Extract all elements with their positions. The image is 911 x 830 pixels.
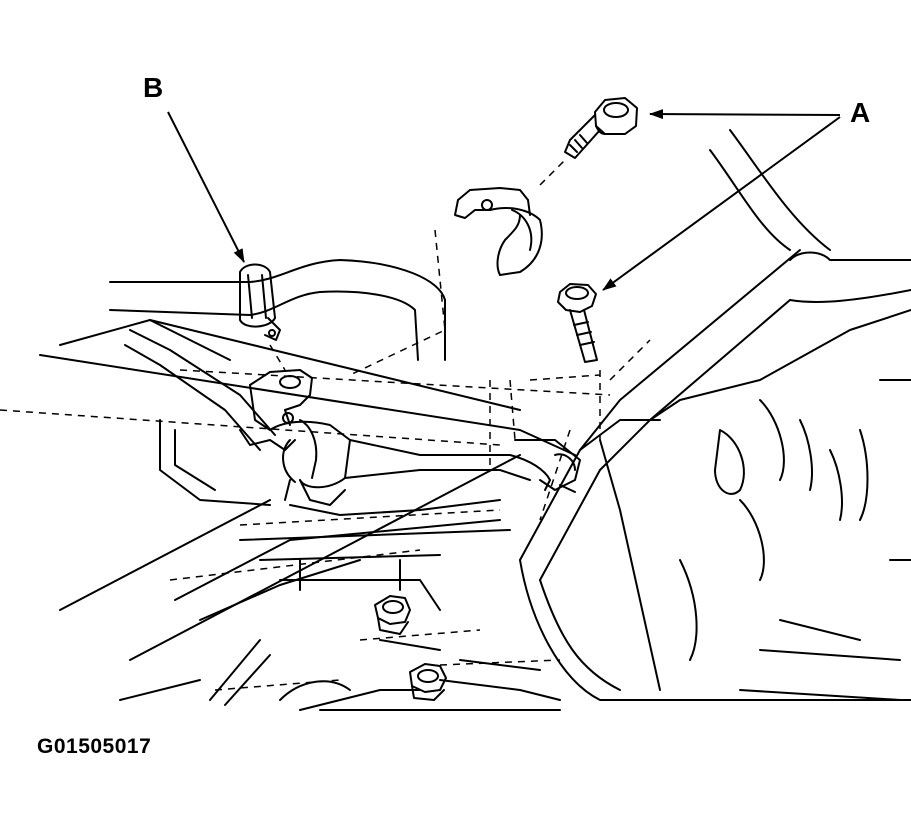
alignment-lines xyxy=(0,160,650,690)
side-frame xyxy=(520,130,911,700)
subframe xyxy=(40,320,575,710)
leader-a-lower xyxy=(602,117,840,290)
exploded-bracket xyxy=(455,188,542,275)
leader-b xyxy=(168,112,244,263)
callout-label-b: B xyxy=(143,72,164,103)
lower-nuts xyxy=(375,596,446,700)
callout-label-a: A xyxy=(850,97,871,128)
bolt-lower xyxy=(558,284,597,362)
leader-a-upper xyxy=(649,109,840,120)
installed-bracket xyxy=(240,370,580,505)
bolt-upper xyxy=(565,98,637,158)
figure-id-label: G01505017 xyxy=(37,735,152,758)
stabilizer-bar xyxy=(110,260,445,450)
bar-bushing xyxy=(240,265,280,341)
leader-lines xyxy=(168,109,840,290)
